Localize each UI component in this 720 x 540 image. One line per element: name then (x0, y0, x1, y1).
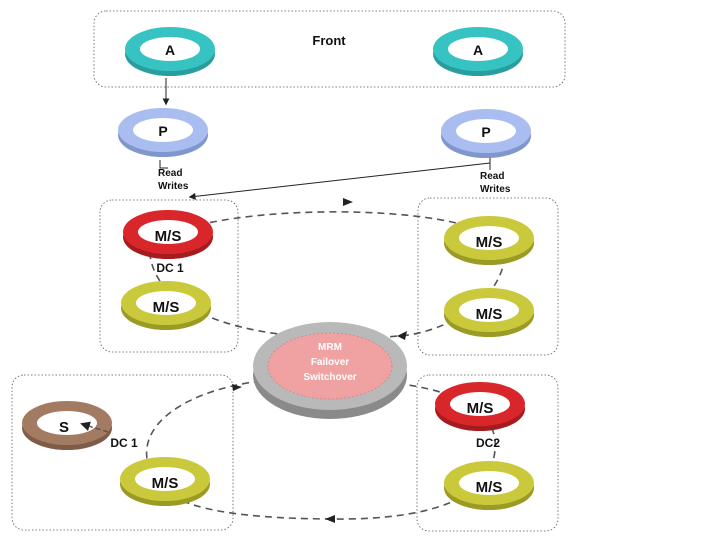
dc-upper-right-ring-bottom: M/S (444, 288, 534, 337)
dc-lower-left-box (11, 374, 234, 531)
ring-a-left-label: A (165, 42, 175, 58)
svg-text:Writes: Writes (480, 184, 511, 195)
svg-text:Read: Read (480, 171, 504, 182)
dc-upper-left-ring-top-label: M/S (155, 228, 182, 245)
dc-lower-left-ring-ms-label: M/S (152, 475, 179, 492)
hub-label-line1: MRM (318, 342, 342, 353)
read-writes-right-label: Read Writes (480, 171, 511, 195)
loop-arrow-right (397, 331, 407, 340)
dc-upper-left-box (99, 199, 239, 353)
ring-p-left: P (118, 108, 208, 157)
hub-label-line2: Failover (311, 357, 349, 368)
dc-lower-left-ring-s-label: S (59, 419, 69, 436)
mrm-failover-switchover-hub: MRM Failover Switchover (253, 322, 407, 419)
dc-lower-right-label: DC2 (476, 436, 500, 450)
dc-lower-left-label: DC 1 (110, 436, 138, 450)
dc-upper-right-ring-top-label: M/S (476, 234, 503, 251)
dc-upper-left-ring-top: M/S (123, 210, 213, 259)
ring-a-right: A (433, 27, 523, 76)
hub-label-line3: Switchover (303, 372, 356, 383)
svg-text:Read: Read (158, 168, 182, 179)
dc-upper-right-box (417, 197, 559, 356)
dc-lower-right-ring-top-label: M/S (467, 400, 494, 417)
ring-p-left-label: P (158, 123, 167, 139)
dc-upper-left-label: DC 1 (156, 261, 184, 275)
read-writes-left-label: Read Writes (158, 168, 189, 192)
lower-replication-loop (145, 377, 496, 520)
svg-text:Writes: Writes (158, 181, 189, 192)
loop-arrow-top (343, 198, 353, 206)
front-label: Front (312, 33, 346, 48)
p-right-to-dc1-connector (188, 162, 491, 200)
dc-upper-right-ring-bottom-label: M/S (476, 306, 503, 323)
dc-lower-right-ring-top: M/S (435, 382, 525, 431)
ring-p-right-label: P (481, 124, 490, 140)
loop-arrow-lower-top (232, 384, 242, 391)
dc-lower-left-ring-ms: M/S (120, 457, 210, 506)
ring-a-left: A (125, 27, 215, 76)
dc-upper-right-ring-top: M/S (444, 216, 534, 265)
dc-lower-right-ring-bottom-label: M/S (476, 479, 503, 496)
dc-upper-left-ring-bottom: M/S (121, 281, 211, 330)
front-group-box (93, 10, 566, 88)
dc-lower-right-ring-bottom: M/S (444, 461, 534, 510)
p-left-to-dc1-connector (159, 160, 168, 169)
dc-upper-left-ring-bottom-label: M/S (153, 299, 180, 316)
ms-to-s-connector (80, 421, 109, 433)
ring-a-right-label: A (473, 42, 483, 58)
loop-arrow-lower-bottom (325, 515, 335, 523)
dc-lower-left-ring-s: S (22, 401, 112, 450)
ring-p-right: P (441, 109, 531, 158)
